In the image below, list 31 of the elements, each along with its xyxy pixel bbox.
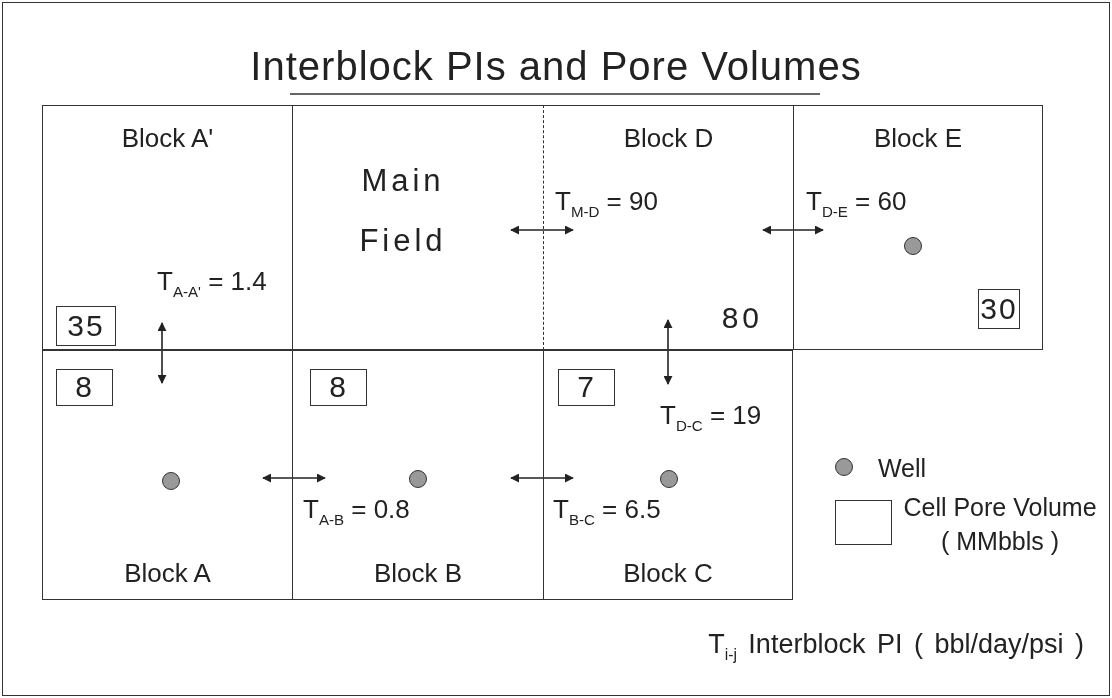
pore-volume-value: 7	[558, 369, 615, 406]
block-name: Block C	[623, 559, 713, 588]
well-marker	[904, 237, 922, 255]
title: Interblock PIs and Pore Volumes	[250, 44, 862, 88]
block-cell	[42, 105, 293, 350]
block-name: Block A	[124, 559, 211, 588]
pore-volume-value: 30	[978, 289, 1020, 329]
field-region	[293, 105, 543, 350]
well-marker	[162, 472, 180, 490]
double-arrow	[262, 473, 326, 483]
legend-text: Well	[876, 453, 928, 484]
double-arrow	[663, 319, 673, 385]
pore-volume-value: 35	[56, 306, 116, 346]
field-name: Main Field	[358, 162, 448, 260]
double-arrow	[157, 322, 167, 384]
double-arrow	[762, 225, 824, 235]
block-cell	[543, 350, 793, 600]
pore-volume-value: 80	[721, 301, 763, 334]
block-name: Block D	[623, 124, 714, 153]
block-cell	[42, 350, 293, 600]
note: T$_{i-j}$ Interblock PI ( bbl/day/psi )	[708, 628, 1084, 665]
double-arrow	[510, 473, 574, 483]
legend-text: Cell Pore Volume ( MMbbls )	[902, 492, 1098, 557]
well-marker	[409, 470, 427, 488]
pore-volume-value: 8	[56, 369, 113, 406]
pore-volume-value: 8	[310, 369, 367, 406]
block-name: Block A'	[121, 124, 214, 153]
double-arrow	[510, 225, 574, 235]
well-marker	[660, 470, 678, 488]
block-name: Block E	[873, 124, 963, 153]
block-name: Block B	[373, 559, 463, 588]
